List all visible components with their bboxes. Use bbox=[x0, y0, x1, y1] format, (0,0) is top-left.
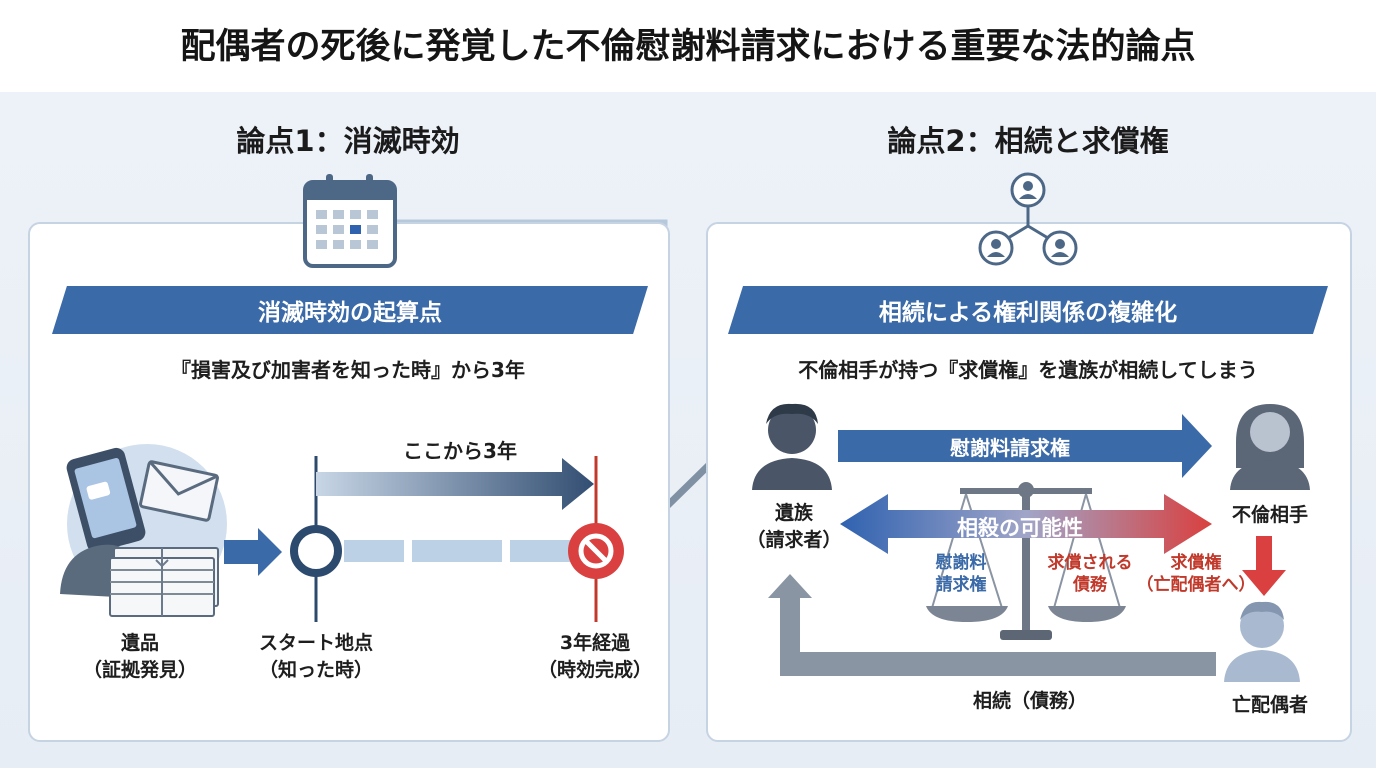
left-subtitle: 『損害及び加害者を知った時』から3年 bbox=[171, 358, 525, 382]
timeline bbox=[224, 456, 624, 622]
scale-right-label: 求償される 債務 bbox=[1047, 553, 1133, 595]
prohibited-icon bbox=[568, 523, 624, 579]
end-label: 3年経過 （時効完成） bbox=[537, 632, 652, 681]
smartphone-icon bbox=[66, 447, 146, 553]
left-banner: 消滅時効の起算点 bbox=[52, 286, 648, 334]
claim-label: 慰謝料請求権 bbox=[950, 436, 1070, 460]
inheritance-diagram bbox=[752, 403, 1310, 682]
recourse-arrow bbox=[1242, 536, 1286, 596]
person-icon-partner bbox=[1230, 404, 1310, 490]
right-heading: 論点2：相続と求償権 bbox=[887, 124, 1169, 158]
calendar-icon bbox=[303, 174, 397, 268]
arrow-label: ここから3年 bbox=[403, 439, 517, 463]
start-label: スタート地点 （知った時） bbox=[258, 632, 373, 681]
bereaved-label: 遺族 （請求者） bbox=[746, 502, 842, 551]
evidence-label: 遺品 （証拠発見） bbox=[82, 632, 197, 681]
right-subtitle: 不倫相手が持つ『求償権』を遺族が相続してしまう bbox=[798, 358, 1258, 382]
recourse-label: 求償権 （亡配偶者へ） bbox=[1136, 553, 1256, 595]
person-icon-deceased bbox=[1224, 601, 1300, 682]
letters-icon bbox=[109, 547, 219, 617]
scale-left-label: 慰謝料 請求権 bbox=[935, 553, 987, 595]
person-icon-bereaved bbox=[752, 403, 832, 490]
deceased-label: 亡配偶者 bbox=[1231, 694, 1308, 716]
inheritance-arrow bbox=[768, 574, 1216, 676]
right-banner: 相続による権利関係の複雑化 bbox=[728, 286, 1328, 334]
three-year-arrow bbox=[316, 458, 594, 510]
offset-label: 相殺の可能性 bbox=[957, 516, 1083, 540]
left-heading: 論点1：消滅時効 bbox=[236, 124, 460, 158]
claim-arrow bbox=[838, 414, 1212, 478]
start-point-icon bbox=[290, 525, 342, 577]
evidence-illustration bbox=[60, 444, 227, 617]
page-title: 配偶者の死後に発覚した不倫慰謝料請求における重要な法的論点 bbox=[180, 27, 1196, 67]
arrow-to-start bbox=[224, 528, 282, 576]
offset-double-arrow bbox=[840, 494, 1212, 554]
inherit-label: 相続（債務） bbox=[972, 690, 1087, 712]
partner-label: 不倫相手 bbox=[1231, 504, 1308, 526]
network-icon bbox=[978, 172, 1078, 266]
envelope-icon bbox=[139, 460, 219, 522]
